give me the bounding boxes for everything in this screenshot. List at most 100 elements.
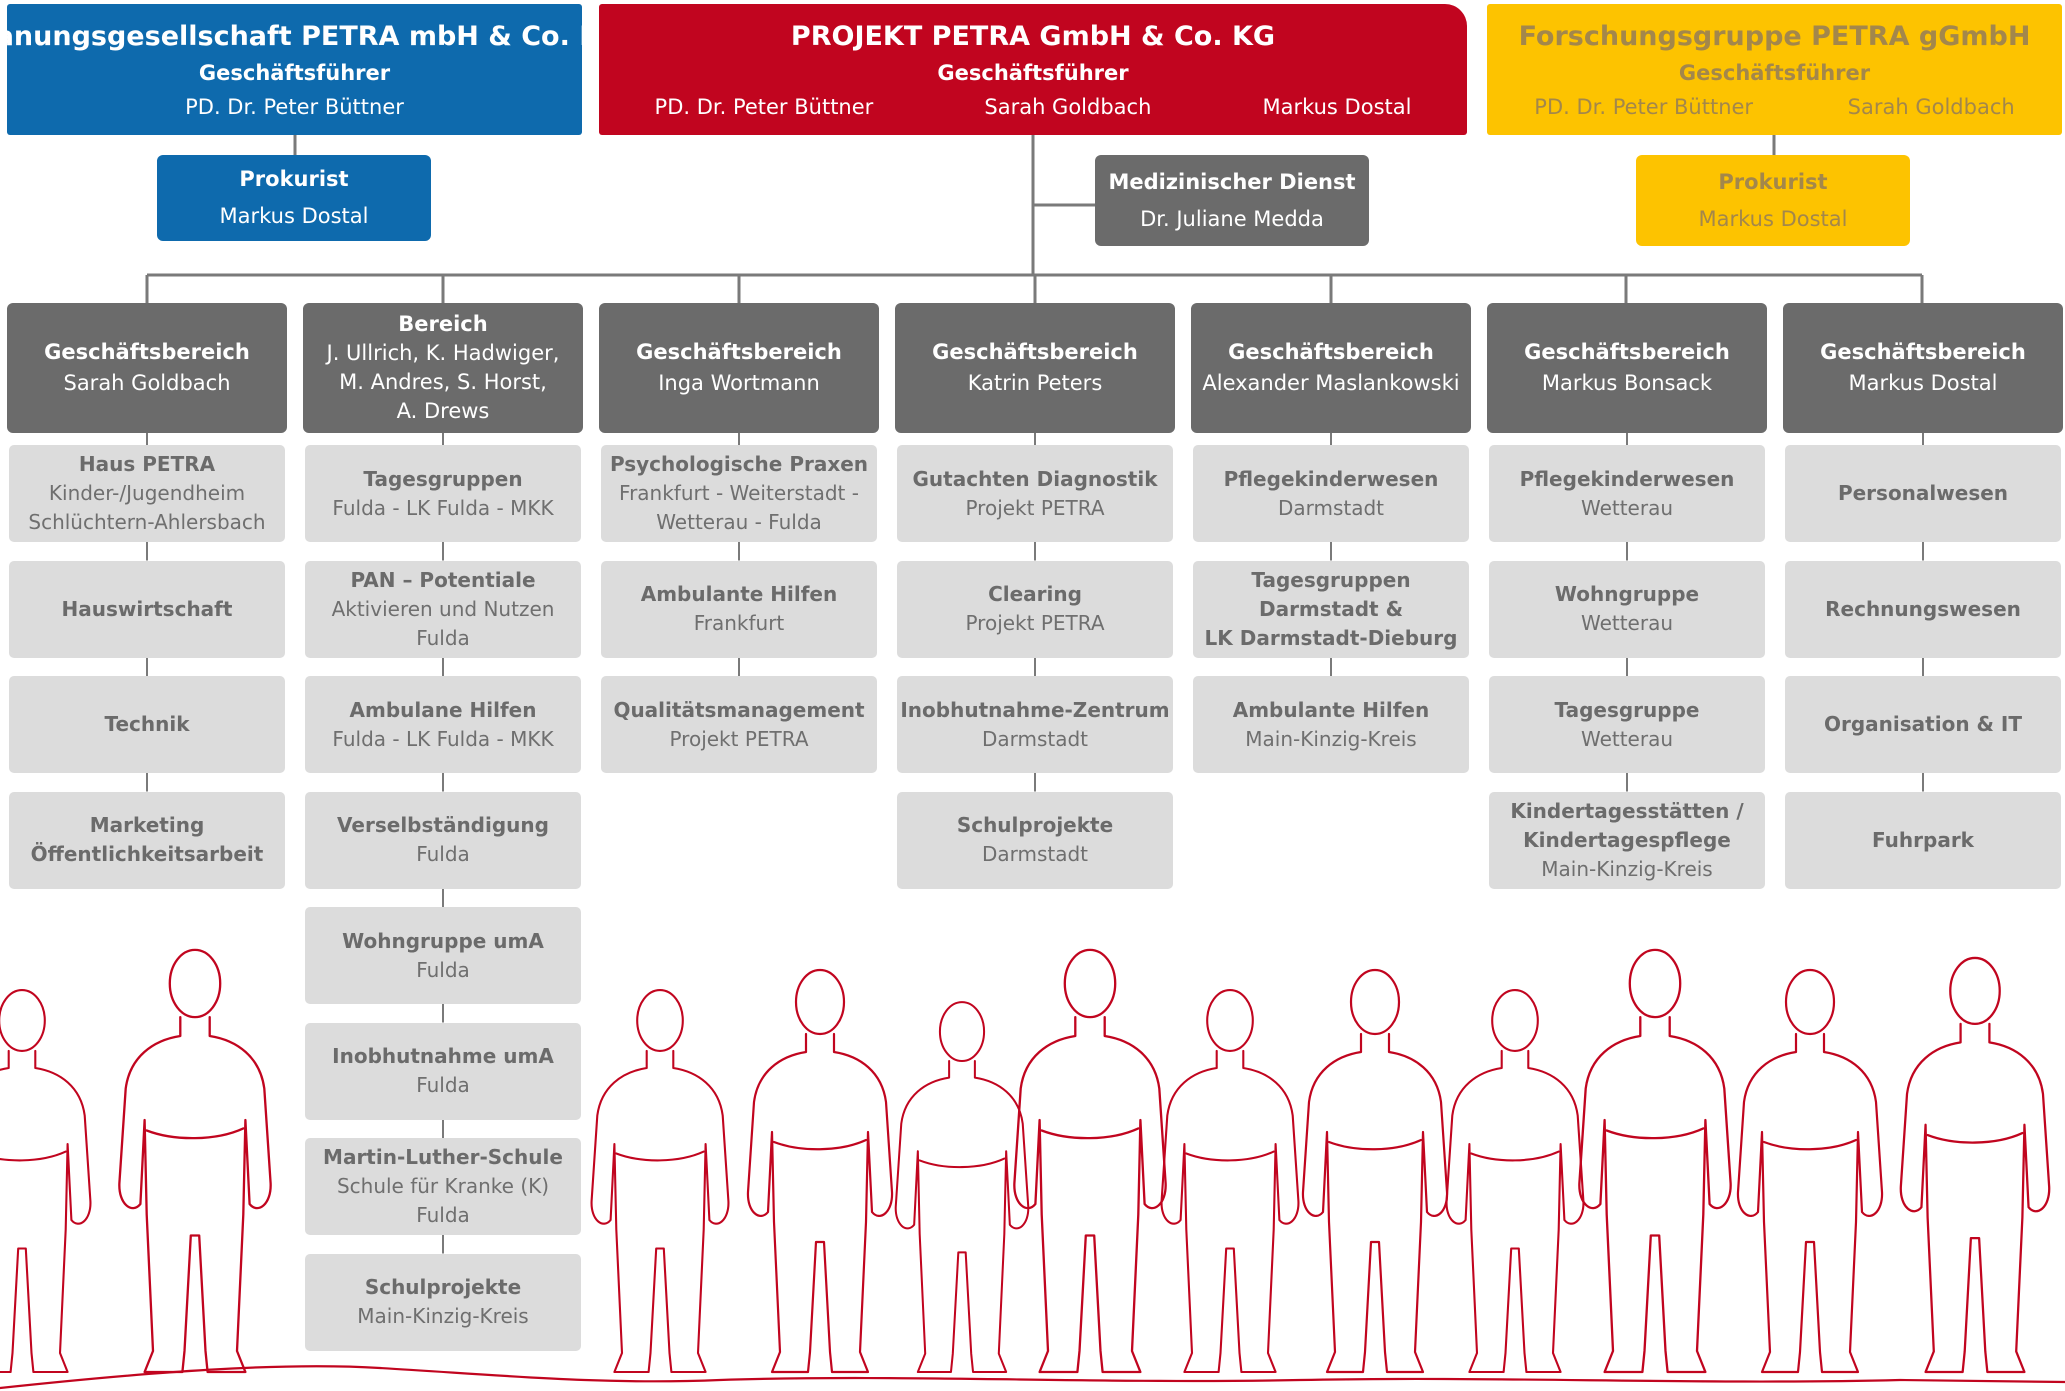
unit-title: Martin-Luther-Schule bbox=[323, 1145, 563, 1169]
unit-title: LK Darmstadt-Dieburg bbox=[1204, 625, 1458, 650]
person-outline bbox=[1013, 948, 1167, 1374]
staff-role: Prokurist bbox=[239, 167, 349, 191]
department-lead: A. Drews bbox=[396, 399, 490, 423]
unit-detail: Fulda bbox=[416, 1203, 470, 1227]
person-outline bbox=[1301, 968, 1449, 1374]
department-lead: Sarah Goldbach bbox=[63, 371, 231, 395]
unit-title: Tagesgruppen bbox=[363, 466, 523, 491]
company-forschungsgruppe: Forschungsgruppe PETRA gGmbH Geschäftsfü… bbox=[1487, 4, 2062, 135]
unit-detail: Aktivieren und Nutzen bbox=[331, 596, 555, 621]
prokurist-box-right: Prokurist Markus Dostal bbox=[1636, 155, 1910, 246]
unit-title: Qualitätsmanagement bbox=[613, 697, 865, 722]
person-outline bbox=[1445, 989, 1585, 1374]
unit-title: Wohngruppe umA bbox=[342, 928, 544, 953]
unit-detail: Main-Kinzig-Kreis bbox=[357, 1304, 529, 1328]
ground-line bbox=[0, 1365, 2065, 1390]
department-lead: M. Andres, S. Horst, bbox=[339, 370, 547, 394]
unit-title: Wohngruppe bbox=[1554, 582, 1700, 606]
unit-detail: Fulda bbox=[416, 957, 470, 982]
unit-detail: Wetterau bbox=[1580, 726, 1674, 751]
unit-title: Ambulane Hilfen bbox=[349, 697, 537, 722]
unit-title: Ambulante Hilfen bbox=[1232, 697, 1430, 722]
unit-title: Gutachten Diagnostik bbox=[912, 466, 1158, 491]
unit-detail: Projekt PETRA bbox=[669, 726, 809, 751]
unit-detail: Fulda bbox=[416, 842, 470, 866]
unit-detail: Frankfurt - Weiterstadt - bbox=[619, 481, 859, 505]
staff-name: Markus Dostal bbox=[1698, 206, 1848, 231]
department-lead: Markus Bonsack bbox=[1541, 371, 1713, 395]
unit-title: Pflegekinderwesen bbox=[1519, 466, 1735, 491]
unit-title: Personalwesen bbox=[1837, 481, 2009, 505]
unit-title: Öffentlichkeitsarbeit bbox=[30, 842, 264, 866]
unit-detail: Projekt PETRA bbox=[965, 495, 1105, 520]
department-lead: Markus Dostal bbox=[1848, 371, 1998, 395]
unit-detail: Wetterau - Fulda bbox=[656, 510, 822, 534]
company-planungsgesellschaft: Planungsgesellschaft PETRA mbH & Co. KG … bbox=[0, 4, 622, 135]
unit-title: Psychologische Praxen bbox=[609, 452, 869, 476]
unit-detail: Fulda bbox=[416, 1073, 470, 1097]
manager-names: PD. Dr. Peter Büttner bbox=[7, 95, 582, 119]
unit-detail: Darmstadt bbox=[981, 842, 1089, 866]
manager-names: PD. Dr. Peter Büttner Sarah Goldbach bbox=[1487, 95, 2062, 119]
person-outline bbox=[590, 989, 730, 1374]
department-heading: Geschäftsbereich bbox=[1228, 340, 1434, 364]
company-role: Geschäftsführer bbox=[198, 60, 391, 85]
unit-title: Hauswirtschaft bbox=[61, 596, 233, 621]
unit-detail: Wetterau bbox=[1580, 611, 1674, 635]
unit-title: Schulprojekte bbox=[364, 1275, 522, 1299]
department-heading: Geschäftsbereich bbox=[1820, 340, 2026, 364]
company-title: PROJEKT PETRA GmbH & Co. KG bbox=[790, 20, 1276, 52]
company-title: Forschungsgruppe PETRA gGmbH bbox=[1518, 20, 2031, 52]
department-heading: Geschäftsbereich bbox=[636, 340, 842, 364]
unit-title: Ambulante Hilfen bbox=[640, 582, 838, 606]
unit-detail: Schlüchtern-Ahlersbach bbox=[28, 510, 266, 534]
unit-detail: Frankfurt bbox=[693, 611, 785, 635]
unit-box: Wohngruppe umA Fulda bbox=[305, 907, 581, 1004]
unit-detail: Projekt PETRA bbox=[965, 611, 1105, 635]
company-role: Geschäftsführer bbox=[937, 60, 1129, 85]
unit-title: Darmstadt & bbox=[1258, 596, 1404, 621]
unit-detail: Schule für Kranke (K) bbox=[336, 1174, 550, 1198]
manager-name: PD. Dr. Peter Büttner bbox=[185, 94, 404, 119]
department-heading: Geschäftsbereich bbox=[932, 340, 1138, 364]
manager-name: PD. Dr. Peter Büttner bbox=[654, 94, 874, 119]
company-projekt-petra: PROJEKT PETRA GmbH & Co. KG Geschäftsfüh… bbox=[599, 4, 1467, 135]
person-outline bbox=[1160, 989, 1300, 1374]
person-outline bbox=[894, 1001, 1030, 1374]
staff-role: Medizinischer Dienst bbox=[1108, 169, 1356, 194]
staff-name: Markus Dostal bbox=[219, 204, 369, 228]
department-lead: Katrin Peters bbox=[967, 371, 1103, 395]
unit-detail: Main-Kinzig-Kreis bbox=[1245, 726, 1417, 751]
unit-title: Marketing bbox=[89, 813, 205, 837]
unit-title: Pflegekinderwesen bbox=[1223, 466, 1439, 491]
manager-name: PD. Dr. Peter Büttner bbox=[1534, 94, 1754, 119]
person-outline bbox=[118, 948, 272, 1374]
staff-role: Prokurist bbox=[1718, 169, 1828, 194]
person-outline bbox=[746, 968, 894, 1374]
unit-title: Fuhrpark bbox=[1872, 827, 1974, 852]
unit-detail: Fulda - LK Fulda - MKK bbox=[332, 495, 554, 520]
unit-detail: Darmstadt bbox=[1277, 495, 1385, 520]
unit-detail: Fulda - LK Fulda - MKK bbox=[332, 726, 554, 751]
unit-title: Technik bbox=[104, 712, 190, 736]
